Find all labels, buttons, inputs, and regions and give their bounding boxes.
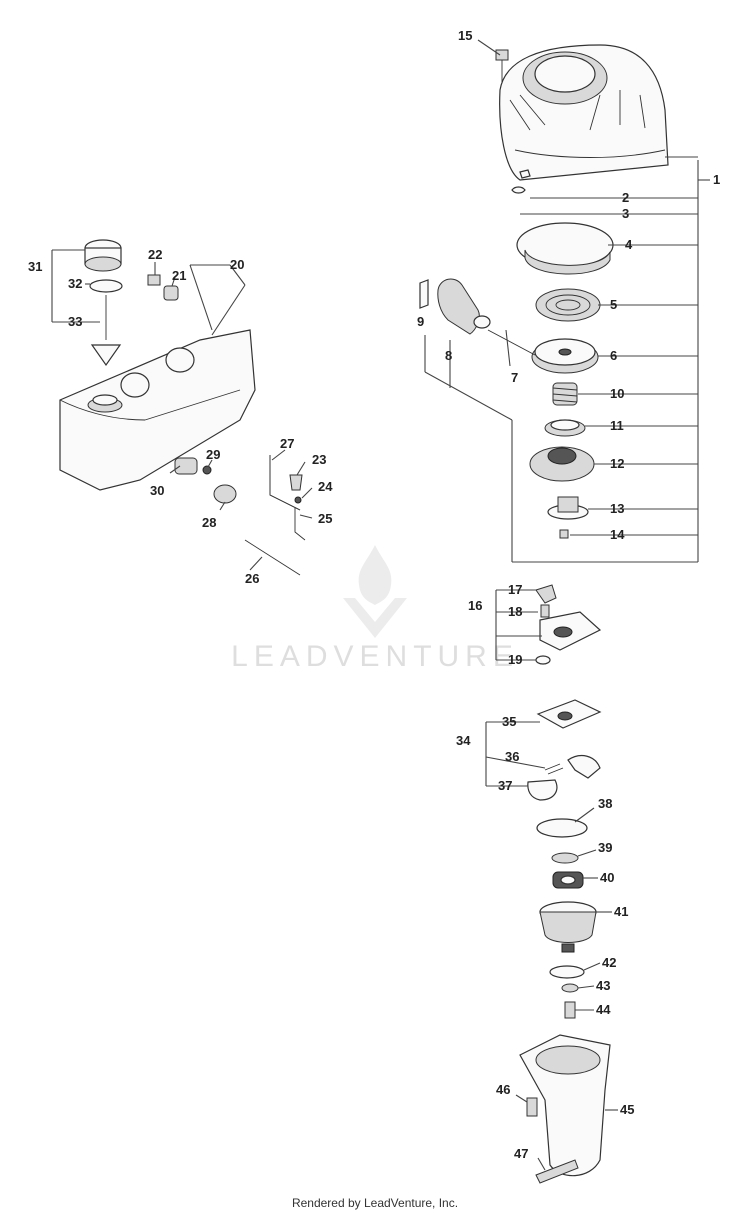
clutch-shoe-part-36 <box>567 754 601 779</box>
callout-17: 17 <box>508 582 522 597</box>
callout-19: 19 <box>508 652 522 667</box>
callout-44: 44 <box>596 1002 611 1017</box>
screw-part-46 <box>526 1097 538 1117</box>
fitting-part-29 <box>202 465 212 475</box>
pulley-part-6 <box>531 338 599 374</box>
callout-21: 21 <box>172 268 186 283</box>
callout-32: 32 <box>68 276 82 291</box>
callout-9: 9 <box>417 314 424 329</box>
hub-part-13 <box>547 496 589 520</box>
callout-27: 27 <box>280 436 294 451</box>
callout-37: 37 <box>498 778 512 793</box>
callout-33: 33 <box>68 314 82 329</box>
clutch-spring-part-36 <box>544 763 564 775</box>
starter-rope-part-7 <box>487 329 536 356</box>
callout-2: 2 <box>622 190 629 205</box>
clutch-plate-part-35 <box>536 699 602 729</box>
callout-38: 38 <box>598 796 612 811</box>
fuel-tank-part-20 <box>59 329 256 491</box>
callout-39: 39 <box>598 840 612 855</box>
spring-part-10 <box>552 382 578 406</box>
screw-part-15 <box>495 49 509 82</box>
callout-25: 25 <box>318 511 332 526</box>
callout-11: 11 <box>610 418 624 433</box>
callout-20: 20 <box>230 257 244 272</box>
callout-3: 3 <box>622 206 629 221</box>
callout-1: 1 <box>713 172 720 187</box>
bearing-part-40 <box>552 871 584 889</box>
fuel-cap-part-31 <box>84 239 122 272</box>
bolt-part-47 <box>535 1159 579 1184</box>
callout-29: 29 <box>206 447 220 462</box>
callout-45: 45 <box>620 1102 634 1117</box>
callout-12: 12 <box>610 456 624 471</box>
leader-lines <box>51 39 710 1171</box>
spring-clip-part-3 <box>511 186 526 194</box>
knob-part-17 <box>535 584 557 604</box>
callout-10: 10 <box>610 386 624 401</box>
ring-part-11 <box>544 419 586 437</box>
reel-guide-part-4 <box>516 222 614 275</box>
fuel-line-part-26 <box>244 539 301 576</box>
rope-retainer-part-9 <box>419 279 429 309</box>
callout-13: 13 <box>610 501 624 516</box>
washer-part-42 <box>549 965 585 979</box>
washer-part-24 <box>294 496 302 504</box>
watermark-flame-logo <box>343 545 407 638</box>
callout-15: 15 <box>458 28 472 43</box>
washer-part-38 <box>536 818 588 838</box>
callout-35: 35 <box>502 714 516 729</box>
gear-case-part-45 <box>519 1034 611 1177</box>
callout-18: 18 <box>508 604 522 619</box>
fuel-line-part-27-outline <box>269 455 301 511</box>
callout-23: 23 <box>312 452 326 467</box>
callout-8: 8 <box>445 348 452 363</box>
callout-6: 6 <box>610 348 617 363</box>
callout-4: 4 <box>625 237 633 252</box>
collar-part-21 <box>163 285 179 301</box>
starter-cover-part <box>499 44 669 181</box>
housing-part-16 <box>539 611 602 651</box>
callout-36: 36 <box>505 749 519 764</box>
callout-47: 47 <box>514 1146 528 1161</box>
recoil-spring-part-5 <box>535 288 601 322</box>
callout-24: 24 <box>318 479 333 494</box>
grommet-part-28 <box>213 484 237 504</box>
screw-part-22 <box>147 274 161 286</box>
callout-28: 28 <box>202 515 216 530</box>
screw-part-14 <box>559 529 569 539</box>
callout-31: 31 <box>28 259 42 274</box>
watermark-text: LEADVENTURE <box>231 640 519 673</box>
callout-26: 26 <box>245 571 259 586</box>
ratchet-part-12 <box>529 446 595 482</box>
callout-34: 34 <box>456 733 471 748</box>
starter-handle-part-8 <box>437 278 491 335</box>
clutch-drum-part-41 <box>539 901 597 953</box>
callout-16: 16 <box>468 598 482 613</box>
filter-part-23 <box>289 474 303 491</box>
callout-43: 43 <box>596 978 610 993</box>
washer-part-19 <box>535 655 551 665</box>
callout-30: 30 <box>150 483 164 498</box>
washer-part-39 <box>551 852 579 864</box>
screw-part-18 <box>540 604 550 618</box>
callout-46: 46 <box>496 1082 510 1097</box>
washer-part-43 <box>561 983 579 993</box>
fuel-line-part-25 <box>294 508 306 541</box>
callout-7: 7 <box>511 370 518 385</box>
fuel-filter-cap-part-33 <box>90 344 122 367</box>
callout-40: 40 <box>600 870 614 885</box>
gasket-part-32 <box>89 279 123 293</box>
callout-42: 42 <box>602 955 616 970</box>
callout-14: 14 <box>610 527 625 542</box>
grommet-part-30 <box>174 457 198 475</box>
callout-5: 5 <box>610 297 617 312</box>
pawl-part-2 <box>519 169 531 179</box>
clutch-shoe-part-37 <box>527 779 558 801</box>
footer-credit: Rendered by LeadVenture, Inc. <box>291 1196 459 1210</box>
callout-41: 41 <box>614 904 628 919</box>
callout-22: 22 <box>148 247 162 262</box>
screw-part-44 <box>564 1001 576 1019</box>
